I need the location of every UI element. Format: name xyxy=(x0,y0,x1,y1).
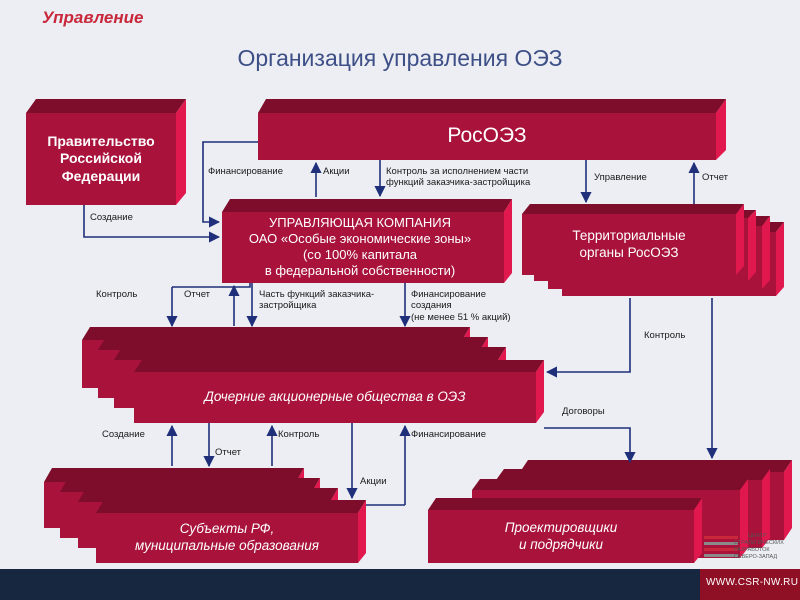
managing-line-3: (со 100% капитала xyxy=(302,247,418,262)
logo-line-3: РАЗРАБОТОК xyxy=(734,547,770,553)
designers-line-1: Проектировщики xyxy=(504,519,618,535)
label-control-customer-line-1: Контроль за исполнением части xyxy=(386,166,529,177)
logo-line-4: СЕВЕРО-ЗАПАД xyxy=(734,554,778,560)
boxes-layer xyxy=(26,99,792,563)
territorial-label: Территориальные органы РосОЭЗ xyxy=(522,214,736,275)
arrow-financing xyxy=(202,141,258,228)
subsidiaries-box xyxy=(82,327,544,423)
footer-accent xyxy=(700,569,800,600)
government-label: Правительство Российской Федерации xyxy=(26,113,176,205)
designers-line-2: и подрядчики xyxy=(518,536,604,552)
label-management: Управление xyxy=(594,172,647,183)
subjects-box xyxy=(44,468,366,563)
label-control-customer-line-2: функций заказчика-застройщика xyxy=(386,177,531,189)
label-part-functions: Часть функций заказчика- застройщика xyxy=(259,289,374,312)
rosoez-box xyxy=(258,99,726,160)
label-financing-1: Финансирование xyxy=(208,166,283,177)
government-line-2: Российской xyxy=(60,150,142,167)
arrows-layer xyxy=(83,141,718,506)
label-shares-2: Акции xyxy=(360,476,387,487)
label-control-3: Контроль xyxy=(278,429,320,440)
managing-company-box xyxy=(222,199,512,283)
territorial-line-1: Территориальные xyxy=(572,227,686,243)
government-box xyxy=(26,99,186,205)
label-part-functions-line-1: Часть функций заказчика- xyxy=(259,289,375,300)
logo-mark-icon xyxy=(704,536,738,557)
label-part-functions-line-2: застройщика xyxy=(259,300,317,312)
government-line-3: Федерации xyxy=(61,167,141,184)
territorial-line-2: органы РосОЭЗ xyxy=(579,244,679,260)
label-financing-creation: Финансирование создания (не менее 51 % а… xyxy=(411,289,511,323)
arrow-creation xyxy=(83,205,221,243)
label-financing-2: Финансирование xyxy=(411,429,486,440)
managing-line-2: ОАО «Особые экономические зоны» xyxy=(248,231,472,247)
logo-line-2: СТРАТЕГИЧЕСКИХ xyxy=(734,540,784,546)
label-report-2: Отчет xyxy=(184,289,211,300)
page-title: Организация управления ОЭЗ xyxy=(237,45,563,71)
rosoez-text: РосОЭЗ xyxy=(447,124,527,148)
territorial-box xyxy=(522,204,784,296)
managing-line-4: в федеральной собственности) xyxy=(264,262,456,278)
subjects-line-1: Субъекты РФ, xyxy=(179,521,275,537)
subsidiaries-text: Дочерние акционерные общества в ОЭЗ xyxy=(204,389,466,405)
csr-logo: ЦЕНТР СТРАТЕГИЧЕСКИХ РАЗРАБОТОК СЕВЕРО-З… xyxy=(704,528,796,568)
label-financing-creation-line-2: создания xyxy=(411,300,452,312)
subsidiaries-label: Дочерние акционерные общества в ОЭЗ xyxy=(134,372,536,423)
subjects-line-2: муниципальные образования xyxy=(135,538,319,553)
label-contracts: Договоры xyxy=(562,406,605,417)
subjects-label: Субъекты РФ, муниципальные образования xyxy=(96,513,358,563)
label-report-1: Отчет xyxy=(702,172,729,183)
label-creation-2: Создание xyxy=(102,429,145,440)
label-control-customer: Контроль за исполнением части функций за… xyxy=(386,166,530,189)
label-creation-1: Создание xyxy=(90,212,133,223)
section-title: Управление xyxy=(42,8,144,27)
footer-url[interactable]: WWW.CSR-NW.RU xyxy=(706,577,799,588)
government-line-1: Правительство xyxy=(47,132,155,149)
logo-line-1: ЦЕНТР xyxy=(748,533,767,539)
designers-label: Проектировщики и подрядчики xyxy=(428,510,694,563)
label-report-3: Отчет xyxy=(215,447,242,458)
label-control-2: Контроль xyxy=(644,330,686,341)
label-control-1: Контроль xyxy=(96,289,138,300)
rosoez-label: РосОЭЗ xyxy=(258,113,716,160)
managing-line-1: УПРАВЛЯЮЩАЯ КОМПАНИЯ xyxy=(268,215,451,231)
designers-box xyxy=(428,460,792,563)
arrow-control-2 xyxy=(545,298,631,378)
label-financing-creation-line-1: Финансирование xyxy=(411,289,486,300)
arrow-contracts xyxy=(544,427,636,464)
label-financing-creation-line-3: (не менее 51 % акций) xyxy=(411,311,511,323)
label-shares-1: Акции xyxy=(323,166,350,177)
footer-bar xyxy=(0,569,800,600)
managing-company-label: УПРАВЛЯЮЩАЯ КОМПАНИЯ ОАО «Особые экономи… xyxy=(212,211,508,283)
